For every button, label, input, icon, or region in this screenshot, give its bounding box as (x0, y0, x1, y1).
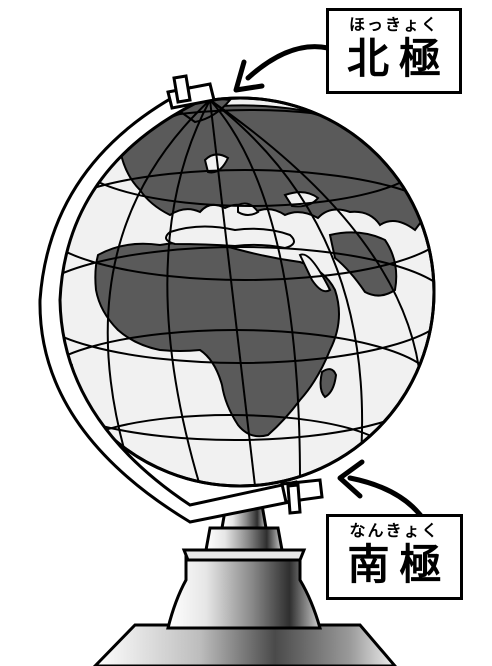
north-pole-kanji: 北極 (329, 34, 459, 84)
north-pole-furigana: ほっきょく (329, 16, 459, 34)
south-pole-kanji: 南極 (329, 540, 460, 590)
north-pole-arrow-icon (236, 47, 328, 90)
south-pole-label: なんきょく 南極 (326, 514, 463, 600)
south-pole-furigana: なんきょく (329, 522, 460, 540)
north-pole-label: ほっきょく 北極 (326, 8, 462, 94)
